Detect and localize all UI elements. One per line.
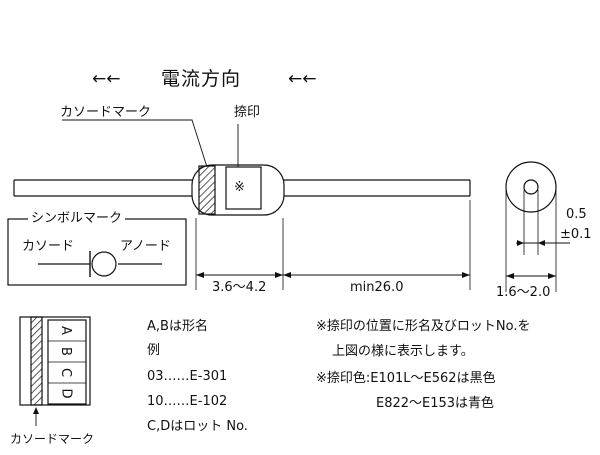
dim-body-dia: 1.6～2.0 (496, 285, 551, 300)
note-left-4: C,Dはロット No. (147, 419, 248, 434)
end-view-lead (523, 179, 539, 195)
stamp-area (225, 166, 262, 210)
note-right-2: ※捺印色:E101L～E562は黒色 (316, 371, 496, 386)
note-left-3: 10……E-102 (147, 394, 228, 409)
symbol-box-title: シンボルマーク (28, 212, 126, 225)
dim-lead-length: min26.0 (350, 280, 404, 295)
note-right-0: ※捺印の位置に形名及びロットNo.を (316, 319, 531, 334)
cathode-mark-leader (62, 119, 208, 168)
anode-label: アノード (120, 239, 171, 254)
current-arrow-left: ←← (92, 69, 121, 89)
marking-detail (19, 316, 91, 426)
diode-side-view (13, 164, 471, 290)
note-left-0: A,Bは形名 (147, 319, 208, 334)
stamp-label: 捺印 (234, 105, 261, 120)
dim-arrowheads-length (196, 272, 470, 278)
diode-symbol-circle (91, 251, 117, 277)
diode-end-view (505, 161, 570, 292)
note-left-2: 03……E-301 (147, 369, 228, 384)
cathode-band (198, 165, 216, 215)
marking-letter-b: B (57, 347, 73, 356)
dim-body-length: 3.6～4.2 (212, 280, 267, 295)
dim-lead-dia-value: 0.5 (566, 207, 587, 222)
cathode-label: カソード (22, 239, 75, 254)
marking-letter-a: A (57, 326, 73, 335)
marking-cathode-band (30, 316, 43, 406)
marking-letter-d: D (58, 388, 74, 399)
marking-letter-c: C (58, 367, 74, 378)
note-left-1: 例 (147, 343, 161, 358)
end-dim-arrowheads (506, 240, 556, 279)
current-direction-title: 電流方向 (161, 68, 242, 90)
marking-outer-box (19, 316, 91, 406)
dim-lead-dia-tol: ±0.1 (560, 227, 592, 242)
end-view-body (505, 161, 557, 213)
current-arrow-right: ←← (288, 69, 317, 89)
note-right-3: E822～E153は青色 (376, 396, 495, 411)
cathode-mark-label: カソードマーク (60, 105, 152, 120)
leader-lines (62, 119, 239, 168)
cathode-mark-bottom-label: カソードマーク (10, 432, 95, 446)
note-right-1: 上図の様に表示します。 (332, 344, 474, 359)
marking-cathode-arrowhead (33, 407, 39, 414)
stamp-symbol: ※ (234, 180, 245, 195)
